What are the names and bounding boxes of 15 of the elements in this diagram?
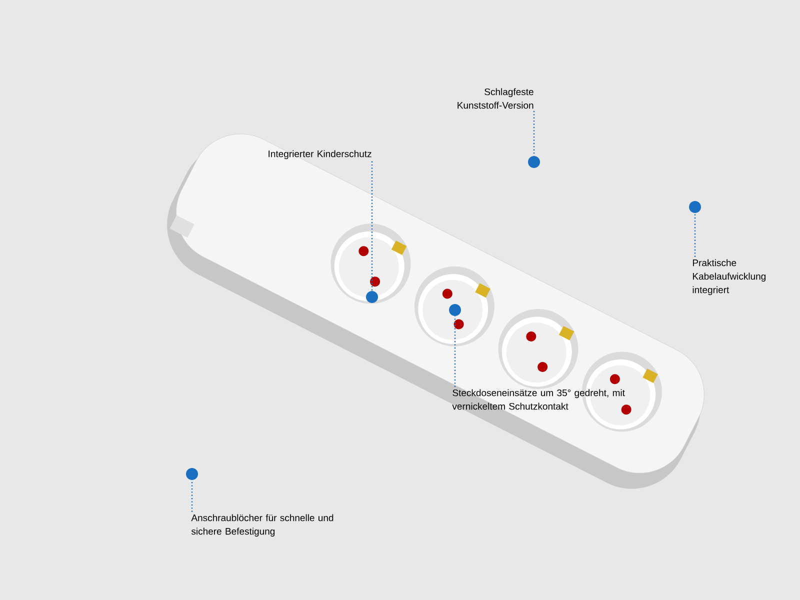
- marker-dot: [449, 304, 461, 316]
- callout-text: Schlagfeste Kunststoff-Version: [458, 88, 534, 109]
- callout-text: Praktische Kabelaufwicklung integriert: [692, 259, 766, 296]
- leader-line: [371, 161, 373, 291]
- callout-text: Integrierter Kinderschutz: [268, 150, 372, 160]
- leader-line: [533, 110, 535, 156]
- leader-line: [454, 316, 456, 387]
- marker-dot: [186, 468, 198, 480]
- callout-text: Anschraublöcher für schnelle und sichere Befestigung: [191, 514, 334, 537]
- callout-text: Steckdoseneinsätze um 35° gedreht, mit vernickeltem Schutzkontakt: [452, 389, 625, 410]
- leader-line: [694, 213, 696, 257]
- marker-dot: [689, 201, 701, 213]
- marker-dot: [366, 291, 378, 303]
- leader-line: [191, 480, 193, 512]
- marker-dot: [528, 156, 540, 168]
